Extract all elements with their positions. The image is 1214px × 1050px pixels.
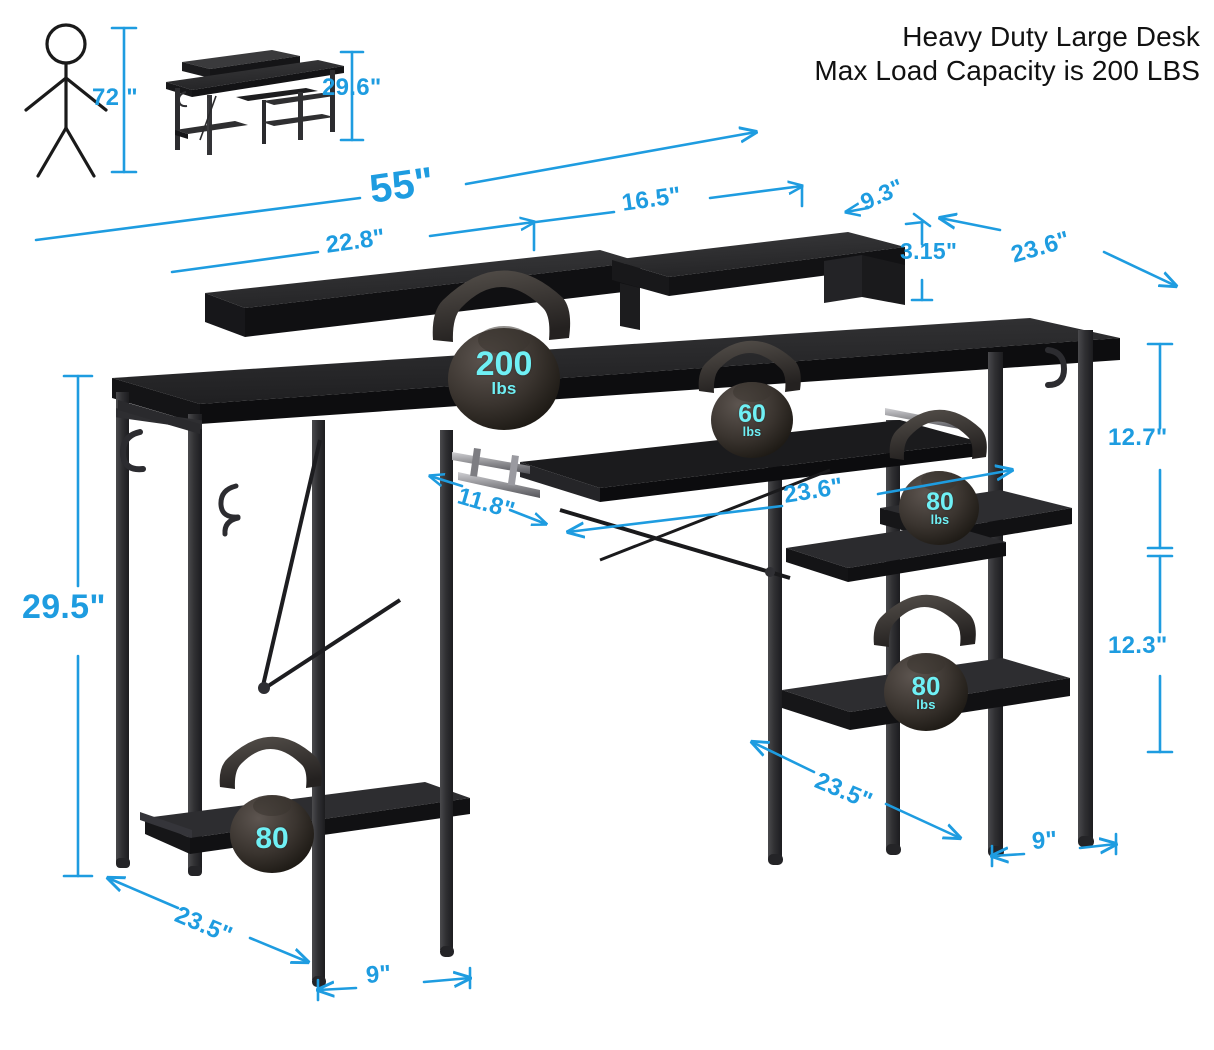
dim-label-person-height: 72 " — [92, 84, 138, 111]
dimline-55-a — [34, 196, 362, 242]
cross-brace-center — [559, 508, 791, 580]
dimline-228-a — [170, 250, 320, 274]
cross-brace-left-a — [260, 439, 322, 691]
dim-label-desk-height: 29.5" — [22, 588, 106, 626]
left-bottom-shelf — [145, 782, 470, 838]
desk-leg-front-right — [768, 400, 782, 860]
hook-left-upper — [218, 483, 241, 520]
dim-label-left-base-width: 9" — [365, 960, 393, 989]
desk-leg-rear-right — [988, 352, 1003, 852]
dimline-235-left-b — [248, 936, 308, 962]
dimline-118-a — [430, 476, 464, 488]
kettlebell-200 — [432, 270, 571, 430]
cross-brace-left-b — [260, 598, 402, 692]
dimline-55-b — [464, 132, 756, 186]
desk-thumbnail-icon — [166, 50, 344, 155]
dimline-9-right-b — [1078, 844, 1116, 848]
kettlebell-80-upper-right — [889, 409, 987, 545]
title-block: Heavy Duty Large Desk Max Load Capacity … — [814, 20, 1200, 88]
tray-rail-left — [452, 452, 530, 474]
dimline-236-tray-a — [568, 504, 784, 532]
dimline-236-topright-b — [1102, 250, 1176, 286]
dimline-118-b — [508, 508, 546, 524]
headphone-hook-left — [119, 429, 146, 473]
desk-leg-rear-left — [188, 414, 202, 870]
dimline-165-a — [534, 210, 616, 224]
desk-leg-front-left-inner — [312, 420, 325, 980]
dimline-93-b — [904, 220, 926, 226]
dim-label-right-base-width: 9" — [1031, 826, 1059, 855]
riser-right-top — [612, 232, 905, 277]
dim-label-overall-width: 55" — [366, 159, 437, 212]
dim-label-upper-shelf-gap: 12.7" — [1108, 424, 1168, 451]
desk-leg-front-left — [116, 392, 129, 862]
desk-leg-rear-left-inner — [440, 430, 453, 950]
dimline-228-b — [428, 222, 534, 238]
dimline-9-left-b — [422, 978, 470, 982]
stick-figure-icon — [24, 23, 108, 178]
kettlebell-60 — [698, 340, 801, 458]
desk-leg-far-right — [1078, 330, 1093, 842]
tray-rail-left2 — [458, 472, 540, 498]
dimline-236-topright-a — [940, 218, 1002, 232]
desk-top-surface — [112, 318, 1120, 404]
dimline-235-right-a — [752, 742, 816, 774]
headphone-hook-right — [1045, 347, 1068, 388]
dimension-lines — [34, 26, 1176, 1002]
hook-left-lower — [222, 515, 241, 537]
dimline-236-tray-b — [876, 470, 1012, 496]
dim-label-thumbnail-height: 29.6" — [322, 74, 382, 101]
title-line-2: Max Load Capacity is 200 LBS — [814, 55, 1200, 87]
dimline-9-left-a — [318, 988, 358, 990]
dimline-235-right-b — [884, 802, 960, 838]
dim-label-lower-shelf-gap: 12.3" — [1108, 632, 1168, 659]
riser-left-top — [205, 250, 640, 308]
dimline-165-b — [708, 186, 802, 200]
kettlebell-80-left-bottom — [219, 736, 322, 873]
kettlebell-80-lower-right — [873, 594, 976, 731]
dimline-235-left-a — [108, 878, 180, 910]
title-line-1: Heavy Duty Large Desk — [902, 21, 1200, 52]
dimline-93-a — [846, 208, 870, 212]
dim-label-riser-height: 3.15" — [900, 238, 958, 264]
dimline-9-right-a — [992, 854, 1026, 856]
